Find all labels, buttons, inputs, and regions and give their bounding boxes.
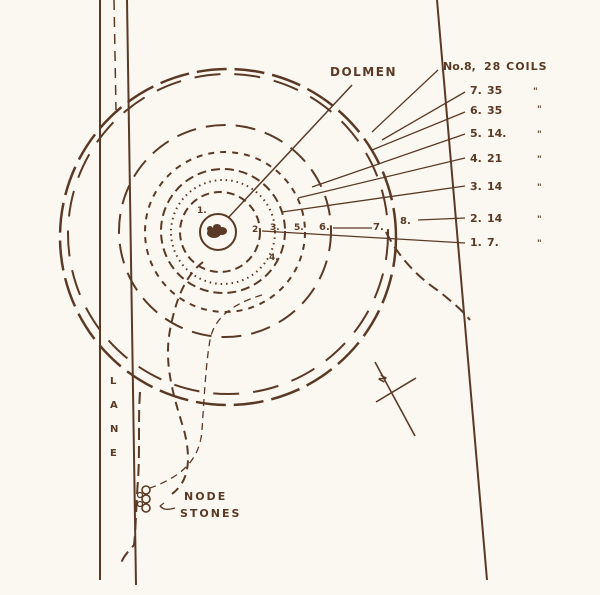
spiral-exit-path (167, 261, 204, 495)
legend-ditto-mark: " (537, 155, 542, 165)
legend-count: 14. (487, 127, 507, 140)
lane-label: L A N E (110, 376, 118, 459)
ring-6 (118, 124, 332, 338)
legend-number: 6. (470, 104, 482, 117)
track-to-lane (149, 294, 263, 489)
lane-right-line (126, 0, 137, 586)
legend-number: 1. (470, 236, 482, 249)
ring-label-3: 3. (270, 223, 280, 233)
legend-number: 2. (470, 212, 482, 225)
legend-ditto-mark: " (533, 87, 538, 97)
ring-label-7: 7. (373, 222, 384, 233)
legend-number: 4. (470, 152, 482, 165)
legend-count: 14 (487, 212, 503, 225)
legend-ditto-mark: " (537, 215, 542, 225)
ring-number-labels: 1. 2. 3. 4. 5. 6. 7. 8. (197, 206, 411, 263)
ring-5 (144, 151, 306, 313)
legend-count: 14 (487, 180, 503, 193)
ring-label-4: 4. (269, 253, 279, 263)
ring-7 (67, 73, 389, 395)
lane-center-dash (113, 0, 117, 111)
lane-letter: E (110, 448, 117, 459)
ring-2 (179, 191, 261, 273)
legend-count: 35 (487, 84, 502, 97)
legend-count: 28 COILS (484, 60, 548, 73)
legend-ditto-mark: " (537, 183, 542, 193)
coil-legend: No.8, 28 COILS 7. 35 " 6. 35 " 5. 14. " … (443, 60, 548, 249)
ring-label-6: 6. (319, 222, 330, 233)
node-stones-label-line2: STONES (180, 507, 241, 520)
ring-8 (58, 67, 398, 407)
legend-number: 7. (470, 84, 482, 97)
dolmen-leader-line (227, 84, 353, 219)
legend-number: 5. (470, 127, 482, 140)
legend-ditto-mark: " (537, 105, 542, 115)
lane-letter: N (110, 424, 118, 435)
north-label: N (377, 373, 389, 385)
ring-label-1: 1. (197, 206, 207, 216)
field-boundary-line (436, 0, 488, 581)
ring-4 (160, 168, 286, 294)
lane-letter: A (110, 400, 118, 411)
legend-ditto-mark: " (537, 130, 542, 140)
legend-count: 21 (487, 152, 502, 165)
north-arrow (374, 361, 417, 437)
ring-label-2: 2. (252, 225, 262, 235)
node-stones (136, 485, 176, 513)
legend-leader-lines (261, 69, 466, 244)
lane-letter: L (110, 376, 117, 387)
legend-count: 7. (487, 236, 499, 249)
dolmen-stones (207, 224, 227, 238)
legend-number: 3. (470, 180, 482, 193)
legend-number: No.8, (443, 60, 476, 73)
ring-1 (199, 213, 237, 251)
ring-label-5: 5. (294, 223, 304, 233)
legend-count: 35 (487, 104, 502, 117)
dolmen-label: DOLMEN (330, 65, 397, 79)
ring-label-8: 8. (400, 216, 411, 227)
lane-edge-dash (119, 391, 141, 567)
east-track-path (385, 231, 471, 321)
node-stones-label-line1: NODE (184, 490, 227, 503)
legend-ditto-mark: " (537, 239, 542, 249)
